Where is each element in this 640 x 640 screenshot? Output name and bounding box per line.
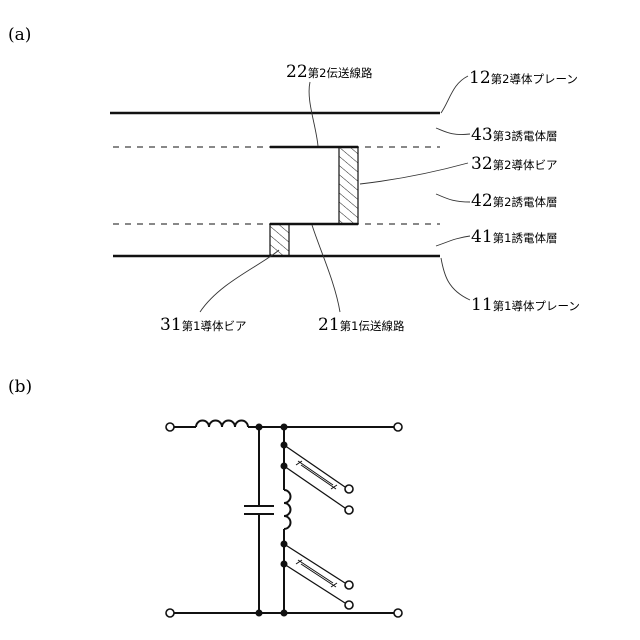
label-12: 12第2導体プレーン [469, 68, 578, 88]
leader-12 [441, 76, 468, 113]
junction-dots [256, 424, 288, 617]
stub2-terminal-a [345, 581, 353, 589]
series-inductor [196, 421, 248, 428]
junction-dot [256, 424, 263, 431]
terminal-input-bottom [166, 609, 174, 617]
label-42: 42第2誘電体層 [471, 191, 557, 211]
junction-dot [281, 561, 288, 568]
panel-label-b: (b) [8, 377, 32, 397]
label-31: 31第1導体ビア [160, 315, 246, 335]
second-conductor-via [339, 147, 358, 224]
label-32: 32第2導体ビア [471, 154, 557, 174]
transmission-line-stub-2 [284, 544, 345, 603]
leader-11 [441, 258, 470, 300]
leader-32 [360, 163, 468, 184]
stub2-terminal-b [345, 601, 353, 609]
transmission-line-stub-1 [284, 445, 345, 508]
junction-dot [281, 610, 288, 617]
junction-dot [256, 610, 263, 617]
label-41: 41第1誘電体層 [471, 227, 557, 247]
terminal-output-top [394, 423, 402, 431]
first-conductor-via [270, 224, 289, 256]
leader-42 [436, 194, 470, 202]
panel-label-a: (a) [8, 25, 31, 45]
stub1-terminal-b [345, 506, 353, 514]
label-43: 43第3誘電体層 [471, 125, 557, 145]
label-22: 22第2伝送線路 [286, 62, 373, 82]
junction-dot [281, 424, 288, 431]
leader-41 [436, 236, 470, 246]
equivalent-circuit [174, 421, 394, 614]
terminal-input-top [166, 423, 174, 431]
leader-lines [200, 76, 470, 312]
stub1-terminal-a [345, 485, 353, 493]
junction-dot [281, 541, 288, 548]
junction-dot [281, 442, 288, 449]
via-inductor [284, 490, 291, 529]
leader-43 [436, 128, 470, 135]
label-11: 11第1導体プレーン [471, 295, 580, 315]
leader-31 [200, 250, 279, 312]
leader-21 [312, 225, 340, 312]
cross-section-structure [110, 113, 440, 256]
junction-dot [281, 463, 288, 470]
terminal-output-bottom [394, 609, 402, 617]
label-21: 21第1伝送線路 [318, 315, 405, 335]
